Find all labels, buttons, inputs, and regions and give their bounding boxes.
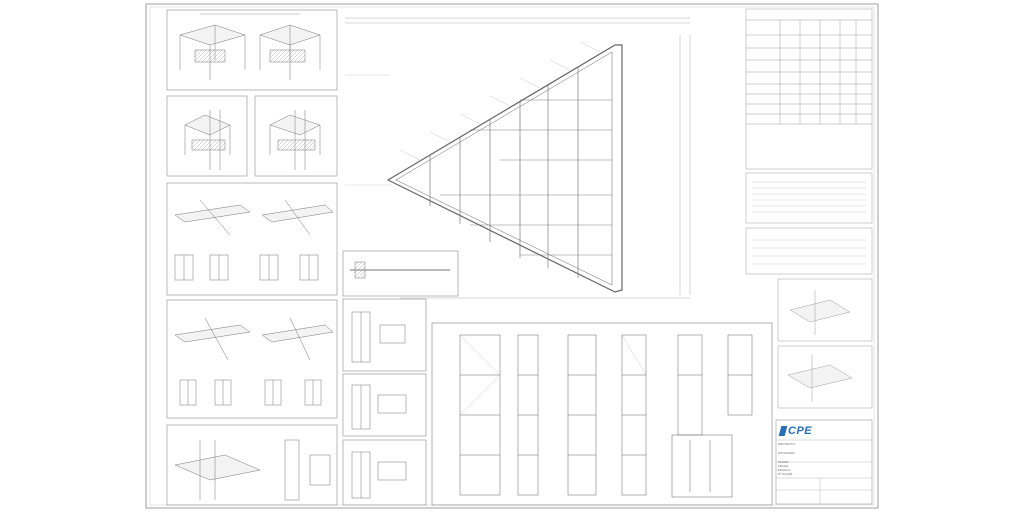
section-panel-4 <box>342 439 427 506</box>
frame-3 <box>567 334 597 496</box>
field-fecha: FECHA: <box>778 464 790 468</box>
frame-4 <box>621 334 647 496</box>
frame-2 <box>517 334 539 496</box>
detail-panel-1 <box>166 9 338 91</box>
purlin-lines <box>429 67 579 278</box>
left-details-column <box>166 9 338 506</box>
section-panel-2 <box>342 298 427 372</box>
detail-4-sections <box>174 254 319 281</box>
specs-table <box>745 8 873 170</box>
cpe-logo: CPE <box>778 424 820 438</box>
elevation-frames <box>431 322 773 506</box>
field-plano: PLANO: <box>778 460 790 464</box>
detail-panel-5 <box>166 299 338 419</box>
detail-panel-3 <box>254 95 338 177</box>
detail-5-sections <box>179 379 322 406</box>
detail-1-iso-a <box>179 24 246 80</box>
detail-panel-6 <box>166 424 338 506</box>
field-situacion: SITUACION: <box>778 451 796 455</box>
frame-1 <box>459 334 501 496</box>
notes-block <box>745 172 873 224</box>
field-escala: ESCALA: <box>778 468 791 472</box>
loads-table <box>745 227 873 275</box>
section-panel-1 <box>342 250 459 297</box>
detail-3-iso <box>269 110 321 170</box>
detail-1-iso-b <box>259 24 321 80</box>
field-proyecto: PROYECTO: <box>778 442 796 446</box>
detail-2-iso <box>184 110 231 170</box>
logo-text: CPE <box>788 425 813 437</box>
section-panels <box>342 250 459 506</box>
right-tables-column <box>745 8 873 409</box>
field-numero-plano: Nº PLANO: <box>778 472 794 476</box>
cpe-logo-icon <box>778 426 788 436</box>
leader-lines <box>399 41 601 161</box>
frame-6 <box>727 334 753 416</box>
elevation-panel <box>431 322 773 506</box>
detail-panel-right-1 <box>777 278 873 342</box>
title-block <box>775 419 873 505</box>
detail-panel-4 <box>166 182 338 296</box>
detail-panel-right-2 <box>777 345 873 409</box>
detail-panel-2 <box>166 95 248 177</box>
frame-5 <box>677 334 703 436</box>
title-block-fields: PROYECTO: SITUACION: PLANO: FECHA: ESCAL… <box>778 442 870 476</box>
section-panel-3 <box>342 373 427 437</box>
main-roof-plan <box>345 17 691 299</box>
girt-lines <box>440 99 612 256</box>
sheet-border <box>145 3 879 509</box>
